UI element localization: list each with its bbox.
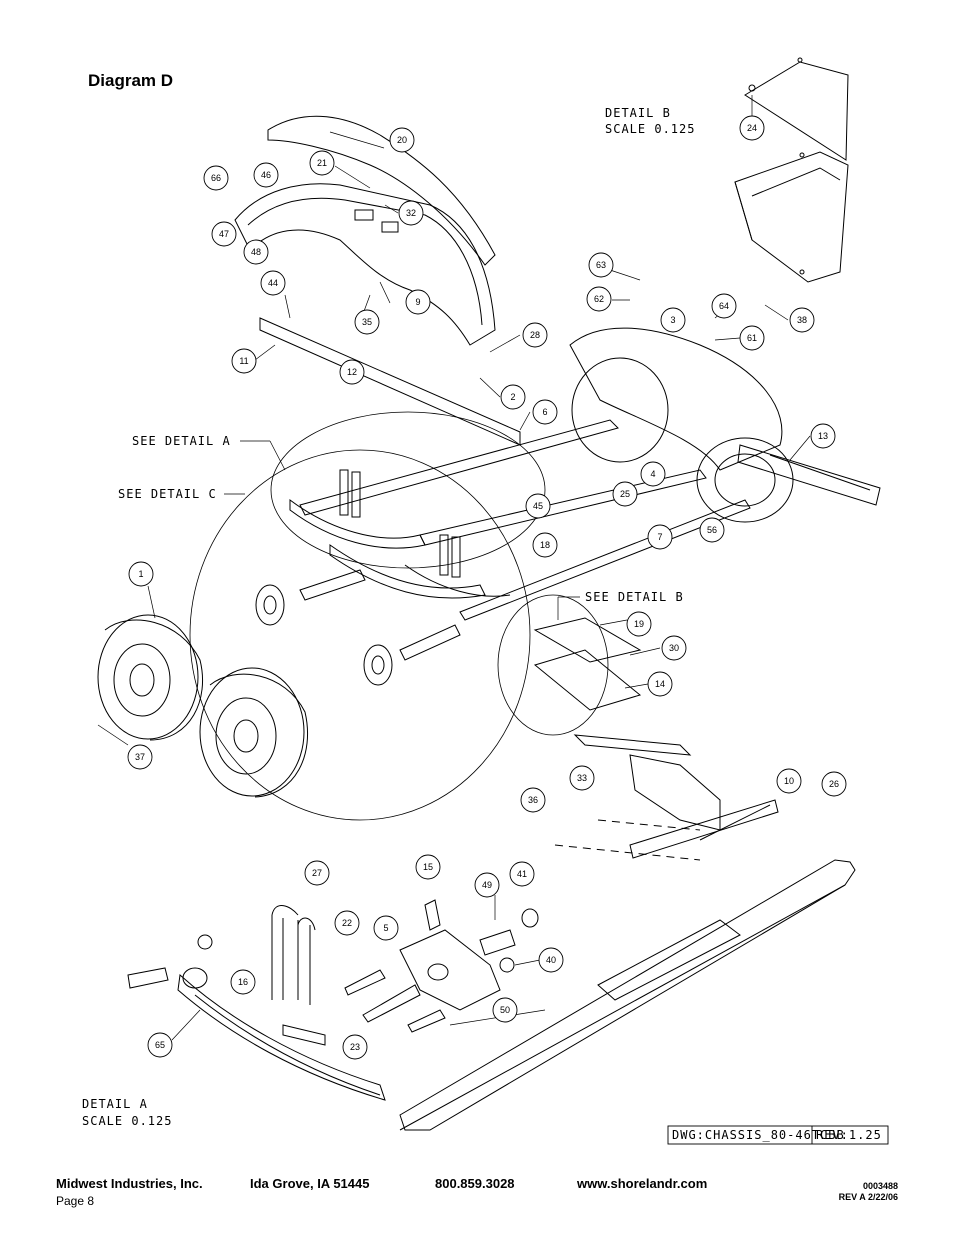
callout-61: 61 <box>747 333 757 343</box>
callout-33: 33 <box>577 773 587 783</box>
company-name: Midwest Industries, Inc. <box>56 1176 203 1191</box>
callout-40: 40 <box>546 955 556 965</box>
page-title: Diagram D <box>88 71 174 90</box>
callout-1: 1 <box>138 569 143 579</box>
right-wheel-assembly <box>569 327 794 523</box>
company-city: Ida Grove, IA 51445 <box>250 1176 370 1191</box>
callout-4: 4 <box>650 469 655 479</box>
callout-9: 9 <box>415 297 420 307</box>
callout-5: 5 <box>383 923 388 933</box>
callout-27: 27 <box>312 868 322 878</box>
detail-b-label: DETAIL B <box>605 106 671 120</box>
callout-25: 25 <box>620 489 630 499</box>
detail-a-spring <box>127 899 539 1101</box>
detail-b-scale: SCALE 0.125 <box>605 122 695 136</box>
callout-50: 50 <box>500 1005 510 1015</box>
company-phone: 800.859.3028 <box>435 1176 515 1191</box>
callout-30: 30 <box>669 643 679 653</box>
drawing-number: DWG:CHASSIS_80-46TCBB <box>672 1128 845 1142</box>
leaf-springs <box>289 469 511 599</box>
callout-56: 56 <box>707 525 717 535</box>
callout-24: 24 <box>747 123 757 133</box>
detail-a-scale: SCALE 0.125 <box>82 1114 172 1128</box>
left-wheels <box>97 614 309 798</box>
callout-19: 19 <box>634 619 644 629</box>
detail-b-circle <box>497 594 609 736</box>
callout-62: 62 <box>594 294 604 304</box>
callout-46: 46 <box>261 170 271 180</box>
fender-assembly <box>234 115 496 346</box>
callout-14: 14 <box>655 679 665 689</box>
callout-21: 21 <box>317 158 327 168</box>
callout-23: 23 <box>350 1042 360 1052</box>
callout-13: 13 <box>818 431 828 441</box>
callout-64: 64 <box>719 301 729 311</box>
callout-22: 22 <box>342 918 352 928</box>
see-detail-b: SEE DETAIL B <box>585 590 684 604</box>
callout-49: 49 <box>482 880 492 890</box>
callout-66: 66 <box>211 173 221 183</box>
callout-28: 28 <box>530 330 540 340</box>
detail-a-circle <box>270 411 546 569</box>
title-block: DWG:CHASSIS_80-46TCBB REV:1.25 <box>667 1125 889 1145</box>
company-website[interactable]: www.shorelandr.com <box>577 1176 708 1191</box>
callout-bubbles <box>127 115 847 1060</box>
see-detail-c: SEE DETAIL C <box>118 487 217 501</box>
callout-12: 12 <box>347 367 357 377</box>
callout-38: 38 <box>797 315 807 325</box>
callout-7: 7 <box>657 532 662 542</box>
callout-36: 36 <box>528 795 538 805</box>
callout-37: 37 <box>135 752 145 762</box>
document-revision: REV A 2/22/06 <box>838 1192 898 1202</box>
callout-35: 35 <box>362 317 372 327</box>
detail-a-label: DETAIL A <box>82 1097 148 1111</box>
callout-41: 41 <box>517 869 527 879</box>
detail-b-drawing <box>734 57 849 283</box>
callout-47: 47 <box>219 229 229 239</box>
callout-63: 63 <box>596 260 606 270</box>
callout-18: 18 <box>540 540 550 550</box>
mounting-bracket <box>554 734 779 861</box>
detail-c-circle <box>189 449 531 821</box>
callout-2: 2 <box>510 392 515 402</box>
callout-45: 45 <box>533 501 543 511</box>
document-number: 0003488 <box>862 1181 898 1191</box>
callout-20: 20 <box>397 135 407 145</box>
step-plates <box>533 617 642 711</box>
page-footer: Midwest Industries, Inc. Ida Grove, IA 5… <box>0 1172 954 1212</box>
callout-10: 10 <box>784 776 794 786</box>
see-detail-a: SEE DETAIL A <box>132 434 231 448</box>
callout-44: 44 <box>268 278 278 288</box>
callout-65: 65 <box>155 1040 165 1050</box>
callout-16: 16 <box>238 977 248 987</box>
callout-26: 26 <box>829 779 839 789</box>
callout-3: 3 <box>670 315 675 325</box>
bunk-board <box>399 859 856 1131</box>
callout-48: 48 <box>251 247 261 257</box>
callout-15: 15 <box>423 862 433 872</box>
callout-6: 6 <box>542 407 547 417</box>
leader-lines <box>97 95 811 1041</box>
callout-11: 11 <box>239 356 248 366</box>
axle-and-hubs <box>255 569 461 686</box>
page-number: Page 8 <box>56 1194 95 1208</box>
drawing-revision: REV:1.25 <box>816 1128 882 1142</box>
callout-32: 32 <box>406 208 416 218</box>
